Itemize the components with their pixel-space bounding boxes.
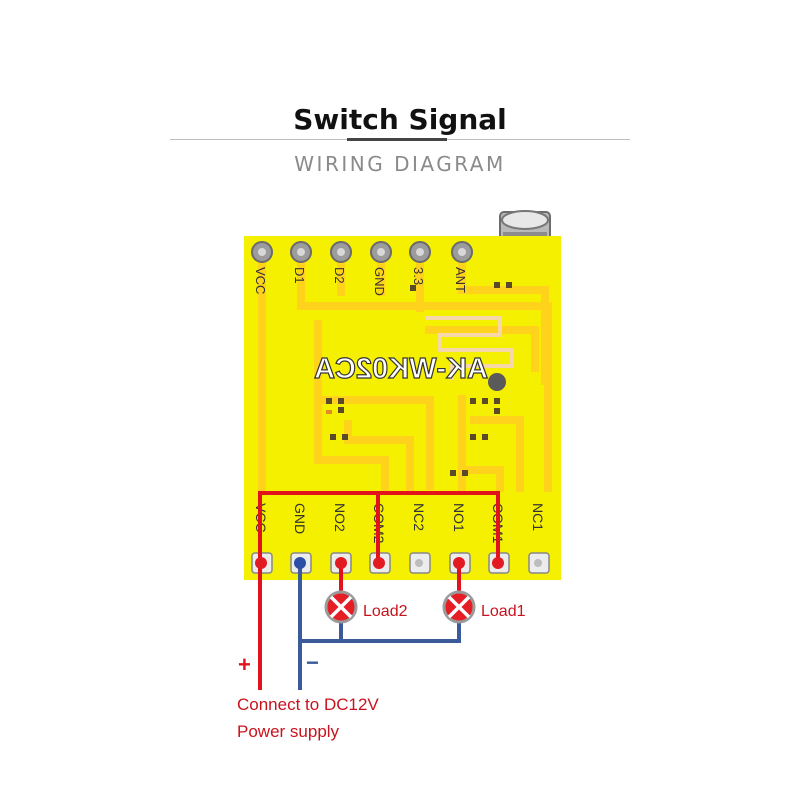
pad-dot-vcc [255, 557, 267, 569]
top-pin-label: D2 [332, 267, 347, 284]
load1-lamp-icon [442, 590, 476, 624]
page-subtitle: WIRING DIAGRAM [294, 152, 506, 176]
page-title: Switch Signal [293, 103, 507, 136]
power-caption-line2: Power supply [237, 722, 340, 741]
pad-dot-gnd [294, 557, 306, 569]
bottom-pin-header [251, 552, 550, 574]
top-pin-label: VCC [253, 267, 268, 294]
top-pin-label: GND [372, 267, 387, 296]
bottom-pin-label: GND [292, 503, 308, 534]
bottom-pin-label: NC1 [530, 503, 546, 531]
pad-dot-no1 [453, 557, 465, 569]
negative-wire [298, 563, 461, 690]
bottom-pin-label: NO2 [332, 503, 348, 532]
board-model-label: AK-WK02CA [314, 353, 488, 385]
bottom-pin-label: NC2 [411, 503, 427, 531]
load2-lamp-icon [324, 590, 358, 624]
pcb-antenna-trace [425, 316, 514, 380]
power-caption-line1: Connect to DC12V [237, 695, 379, 714]
top-pin-label: 3.3 [411, 267, 426, 285]
pad-dot-no2 [335, 557, 347, 569]
load1-label: Load1 [481, 603, 526, 620]
title-divider-accent [347, 138, 447, 141]
top-pin-label: D1 [292, 267, 307, 284]
smd-components [326, 282, 512, 476]
pad-dot-com1 [492, 557, 504, 569]
pcb-traces [258, 262, 552, 492]
positive-sign: + [238, 652, 251, 677]
top-pin-label: ANT [453, 267, 468, 293]
pad-dot-com2 [373, 557, 385, 569]
component-crystal [488, 373, 506, 391]
bottom-pin-label: NO1 [451, 503, 467, 532]
top-pin-header [251, 241, 473, 263]
negative-sign: − [306, 650, 319, 675]
load2-label: Load2 [363, 603, 408, 620]
